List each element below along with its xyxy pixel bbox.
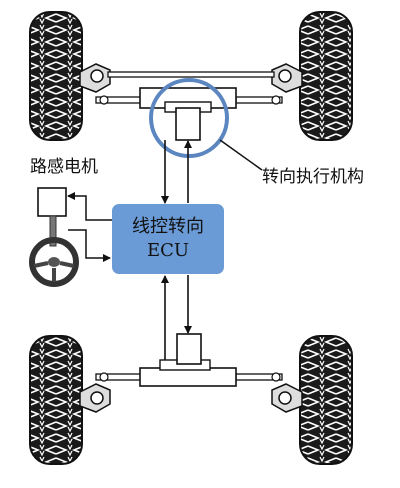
front-right-wheel xyxy=(299,11,353,141)
steering-actuator xyxy=(175,107,201,141)
steering-actuator-label: 转向执行机构 xyxy=(262,167,364,187)
rear-axle-assembly xyxy=(29,333,353,465)
arrow-ecu-to-motor xyxy=(67,192,112,221)
actuator-callout-line xyxy=(219,139,263,171)
ecu-box: 线控转向 ECU xyxy=(112,204,224,274)
steering-column xyxy=(49,215,57,247)
rear-left-wheel xyxy=(29,335,83,465)
road-feel-motor xyxy=(37,187,67,217)
front-left-wheel xyxy=(29,11,83,141)
ecu-label-line2: ECU xyxy=(146,240,190,261)
front-axle-assembly xyxy=(29,11,353,158)
rear-steering-rack xyxy=(139,367,237,387)
actuator-highlight-circle xyxy=(149,78,229,158)
rear-right-wheel xyxy=(299,335,353,465)
sensor-motor-label: 路感电机 xyxy=(30,157,98,177)
steering-wheel-icon xyxy=(29,237,79,287)
road-feel-assembly xyxy=(29,187,112,287)
arrow-wheel-to-ecu xyxy=(68,229,111,262)
front-upper-arm xyxy=(107,71,275,78)
ecu-label-line1: 线控转向 xyxy=(132,216,204,237)
rear-steering-actuator xyxy=(176,333,202,365)
